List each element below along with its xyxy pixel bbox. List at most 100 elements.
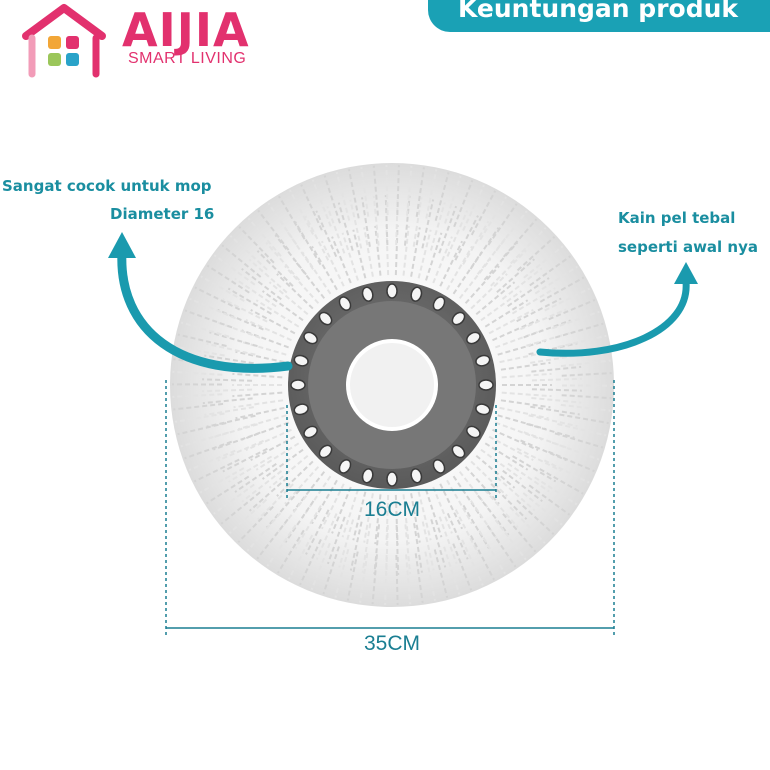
fiber-strand — [429, 202, 446, 251]
fiber-strand — [235, 350, 285, 364]
fiber-strand — [204, 354, 254, 365]
fiber-strand — [501, 372, 552, 379]
hub-hole — [410, 286, 423, 302]
hub-hole — [451, 311, 466, 326]
fiber-strand — [424, 551, 437, 601]
fiber-strand — [446, 513, 469, 560]
fiber-strand — [396, 165, 400, 216]
fiber-strand — [212, 431, 261, 451]
fiber-strand — [250, 309, 296, 335]
hub-hole — [475, 403, 491, 416]
hub-hole — [293, 403, 309, 416]
fiber-strand — [372, 195, 380, 246]
brand-logo: AIJIA SMART LIVING — [14, 2, 274, 82]
fiber-strand — [331, 236, 352, 284]
hub-hole — [478, 379, 494, 391]
fiber-strand — [245, 428, 292, 451]
fiber-strand — [425, 232, 443, 281]
fiber-strand — [194, 286, 241, 311]
inner-dimension-marker — [286, 405, 497, 500]
fiber-strand — [453, 179, 474, 228]
hub-hole — [290, 379, 306, 391]
hub-hole — [386, 283, 398, 299]
fiber-strand — [255, 299, 300, 328]
fiber-strand — [202, 378, 253, 382]
fiber-strand — [217, 439, 264, 462]
fiber-strand — [488, 309, 534, 335]
hub-hole — [410, 468, 423, 484]
fiber-strand — [462, 184, 485, 231]
fiber-strand — [434, 172, 450, 221]
left-callout-line2: Diameter 16 — [110, 205, 215, 223]
fiber-strand — [320, 483, 345, 530]
fiber-strand — [256, 250, 294, 287]
fiber-strand — [446, 245, 473, 291]
fiber-strand — [528, 484, 571, 516]
fiber-strand — [276, 460, 314, 497]
fiber-strand — [372, 165, 379, 216]
fiber-strand — [470, 190, 497, 236]
fiber-strand — [522, 492, 563, 526]
fiber-strand — [322, 546, 340, 595]
fiber-strand — [299, 539, 322, 586]
fiber-strand — [495, 210, 528, 252]
fiber-strand — [561, 394, 612, 400]
fiber-strand — [421, 521, 435, 571]
fiber-strand — [227, 287, 272, 315]
fiber-strand — [193, 458, 240, 483]
fiber-strand — [250, 435, 296, 461]
fiber-strand — [433, 549, 449, 599]
fiber-strand — [443, 546, 461, 595]
fiber-strand — [246, 512, 282, 552]
fiber-strand — [361, 197, 371, 247]
fiber-strand — [180, 321, 230, 338]
fiber-strand — [414, 553, 424, 603]
fiber-strand — [507, 462, 550, 493]
fiber-strand — [421, 199, 435, 249]
fiber-strand — [255, 442, 300, 471]
fiber-strand — [501, 391, 552, 398]
fiber-strand — [507, 277, 550, 307]
fiber-strand — [500, 361, 551, 371]
brand-tagline: SMART LIVING — [128, 50, 247, 67]
fiber-strand — [444, 175, 462, 224]
fiber-strand — [531, 396, 582, 404]
fiber-strand — [261, 290, 304, 322]
fiber-strand — [523, 319, 572, 339]
fiber-strand — [248, 476, 288, 512]
fiber-strand — [412, 197, 423, 247]
fiber-strand — [268, 281, 309, 316]
fiber-strand — [177, 333, 227, 347]
fiber-strand — [311, 245, 338, 291]
fiber-strand — [228, 455, 273, 483]
fiber-strand — [287, 534, 314, 580]
fiber-strand — [284, 500, 315, 543]
fiber-strand — [425, 489, 443, 538]
fiber-strand — [496, 476, 536, 512]
fiber-strand — [516, 499, 555, 535]
fiber-strand — [320, 240, 345, 287]
fiber-strand — [494, 519, 527, 561]
fiber-strand — [446, 479, 473, 525]
hub-hole — [338, 459, 352, 474]
fiber-strand — [554, 322, 604, 339]
fiber-strand — [305, 509, 330, 555]
fiber-strand — [237, 505, 274, 544]
fiber-strand — [346, 551, 359, 601]
fiber-strand — [200, 275, 245, 302]
fiber-strand — [199, 467, 245, 494]
fiber-strand — [311, 179, 332, 227]
fiber-strand — [509, 506, 546, 544]
fiber-strand — [502, 469, 543, 503]
fiber-strand — [464, 466, 500, 505]
fiber-strand — [415, 167, 425, 217]
fiber-strand — [501, 267, 543, 300]
hub-hole — [303, 331, 318, 345]
fiber-strand — [352, 491, 367, 541]
right-callout-line2: seperti awal nya — [618, 238, 758, 256]
inner-diameter-label: 16CM — [364, 498, 421, 521]
fiber-strand — [483, 489, 519, 529]
hub-hole — [293, 354, 309, 367]
fiber-strand — [374, 225, 382, 276]
